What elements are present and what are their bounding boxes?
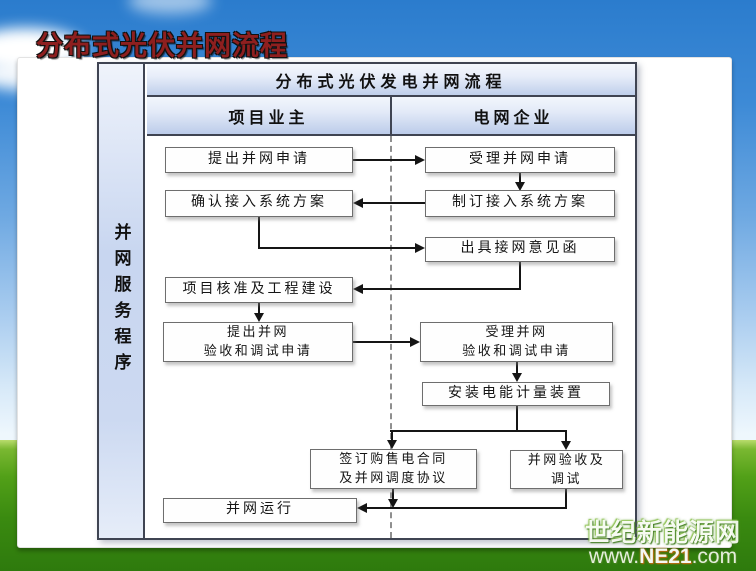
watermark-site-name: 世纪新能源网 bbox=[584, 519, 741, 547]
arrowhead-right bbox=[415, 155, 425, 165]
watermark-url: www.NE21.com bbox=[572, 546, 754, 567]
step-label: 安装电能计量装置 bbox=[448, 385, 584, 401]
step-label: 提出并网 bbox=[226, 324, 289, 340]
step-label: 项目核准及工程建设 bbox=[182, 281, 336, 297]
step-owner-contract: 签订购售电合同 及并网调度协议 bbox=[310, 449, 477, 489]
connector-line bbox=[363, 202, 425, 204]
connector-line bbox=[392, 489, 394, 500]
connector-line bbox=[366, 507, 567, 509]
arrowhead-right bbox=[415, 243, 425, 253]
step-grid-install-meter: 安装电能计量装置 bbox=[422, 382, 610, 406]
connector-line bbox=[258, 247, 415, 249]
step-grid-issue-letter: 出具接网意见函 bbox=[425, 237, 615, 262]
connector-line bbox=[353, 159, 415, 161]
column-header-row: 项目业主 电网企业 bbox=[147, 97, 635, 136]
cloud bbox=[128, 0, 212, 14]
arrowhead-down bbox=[387, 440, 397, 449]
connector-line bbox=[353, 341, 410, 343]
arrowhead-down bbox=[515, 182, 525, 191]
step-label: 验收和调试申请 bbox=[203, 343, 313, 358]
connector-line bbox=[258, 303, 260, 314]
step-label: 并网运行 bbox=[226, 502, 294, 518]
page-title: 分布式光伏并网流程 bbox=[36, 31, 288, 61]
connector-line bbox=[519, 173, 521, 184]
watermark-www: www. bbox=[588, 545, 640, 568]
arrowhead-left bbox=[353, 284, 363, 294]
flowchart-title: 分布式光伏发电并网流程 bbox=[147, 64, 635, 97]
step-grid-accept-apply: 受理并网申请 bbox=[425, 147, 615, 173]
step-owner-operation: 并网运行 bbox=[163, 498, 357, 523]
connector-line bbox=[363, 288, 521, 290]
step-grid-make-plan: 制订接入系统方案 bbox=[425, 190, 615, 217]
connector-line bbox=[516, 362, 518, 374]
arrowhead-down bbox=[561, 441, 571, 450]
side-label-bar: 并网服务程序 bbox=[99, 64, 145, 538]
connector-line bbox=[390, 430, 567, 432]
arrowhead-left bbox=[353, 198, 363, 208]
connector-line bbox=[519, 262, 521, 290]
connector-line bbox=[258, 217, 260, 249]
step-grid-acceptance-debug: 并网验收及 调试 bbox=[510, 450, 623, 489]
column-header-owner: 项目业主 bbox=[147, 97, 392, 134]
step-owner-confirm-plan: 确认接入系统方案 bbox=[165, 190, 353, 217]
step-owner-approval-construction: 项目核准及工程建设 bbox=[165, 277, 353, 303]
arrowhead-down bbox=[254, 313, 264, 322]
connector-line bbox=[565, 489, 567, 509]
column-divider-dashed-line bbox=[390, 136, 392, 538]
column-header-grid: 电网企业 bbox=[392, 97, 635, 134]
watermark-ne21: NE21 bbox=[639, 545, 692, 568]
step-label: 验收和调试申请 bbox=[462, 343, 571, 358]
arrowhead-right bbox=[410, 337, 420, 347]
step-grid-accept-acceptance: 受理并网 验收和调试申请 bbox=[420, 322, 613, 362]
step-label: 及并网调度协议 bbox=[339, 470, 448, 485]
step-label: 制订接入系统方案 bbox=[452, 195, 588, 211]
flowchart: 并网服务程序 分布式光伏发电并网流程 项目业主 电网企业 提出并网申请 确认接入… bbox=[97, 62, 637, 540]
watermark-com: .com bbox=[691, 545, 738, 568]
step-label: 确认接入系统方案 bbox=[191, 195, 327, 211]
side-label: 并网服务程序 bbox=[111, 223, 131, 379]
step-label: 受理并网 bbox=[485, 324, 548, 340]
step-label: 并网验收及 bbox=[527, 451, 606, 467]
step-owner-apply: 提出并网申请 bbox=[165, 147, 353, 173]
step-label: 签订购售电合同 bbox=[339, 451, 448, 467]
step-label: 出具接网意见函 bbox=[460, 241, 580, 257]
step-label: 调试 bbox=[550, 470, 582, 486]
flow-canvas: 提出并网申请 确认接入系统方案 项目核准及工程建设 提出并网 验收和调试申请 签… bbox=[147, 136, 635, 538]
step-label: 提出并网申请 bbox=[208, 151, 310, 167]
watermark: 世纪新能源网 www.NE21.com bbox=[572, 519, 754, 568]
arrowhead-left bbox=[357, 503, 367, 513]
connector-line bbox=[391, 432, 393, 441]
connector-line bbox=[516, 406, 518, 432]
arrowhead-down bbox=[512, 373, 522, 382]
step-owner-acceptance-request: 提出并网 验收和调试申请 bbox=[163, 322, 353, 362]
connector-line bbox=[565, 432, 567, 442]
step-label: 受理并网申请 bbox=[469, 151, 571, 167]
arrowhead-down bbox=[388, 499, 398, 508]
